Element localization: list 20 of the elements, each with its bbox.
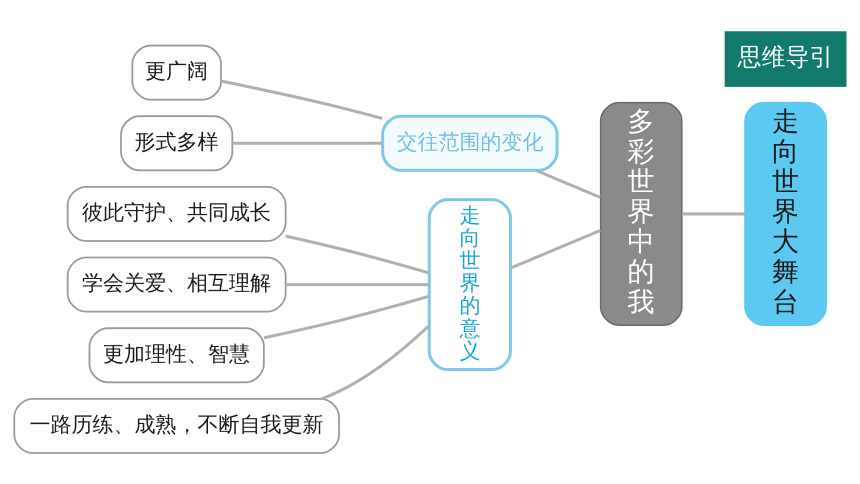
node-box: 彼此守护、共同成长 — [66, 185, 287, 242]
node-box: 形式多样 — [120, 114, 234, 171]
connector — [286, 282, 430, 286]
node-box: 学会关爱、相互理解 — [66, 256, 287, 312]
connector — [221, 79, 383, 120]
node-box: 多彩世界中的我 — [600, 101, 683, 326]
connector — [232, 141, 382, 144]
node-box: 一路历练、成熟，不断自我更新 — [13, 397, 340, 454]
node-box: 走向世界大舞台 — [744, 101, 827, 326]
connector — [264, 294, 430, 339]
connector — [682, 212, 745, 215]
node-box: 更加理性、智慧 — [88, 326, 265, 383]
node-box: 交往范围的变化 — [381, 114, 559, 172]
node-box: 更广阔 — [131, 44, 222, 100]
connector — [510, 228, 601, 270]
label: 思维导引 — [738, 42, 834, 70]
connector — [536, 168, 601, 198]
node-box: 走向世界的意义 — [428, 198, 512, 371]
connector — [321, 324, 430, 400]
connector — [285, 234, 430, 274]
